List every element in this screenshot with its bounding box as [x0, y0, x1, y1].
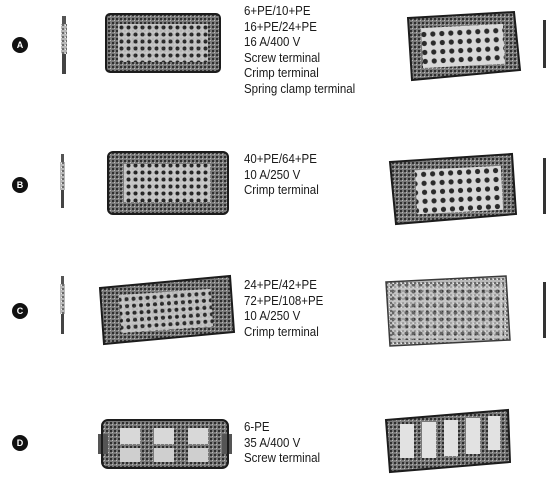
- spec-line: 16+PE/24+PE: [244, 19, 317, 34]
- spec-line: 35 A/400 V: [244, 435, 301, 450]
- row-a: A 6+PE/10+PE 16+PE/24+PE 16 A/400 V Scre…: [0, 0, 549, 120]
- edge-bracket-image: [541, 282, 549, 338]
- spec-line: 10 A/250 V: [244, 309, 301, 323]
- female-insert-image: [382, 274, 514, 350]
- spec-line: Screw terminal: [244, 451, 321, 465]
- crimp-contact-icon: [58, 276, 68, 336]
- spec-line: 10 A/250 V: [244, 167, 301, 182]
- male-insert-image: [104, 10, 222, 76]
- spec-line: 16 A/400 V: [244, 35, 301, 49]
- spec-list-b: 40+PE/64+PE 10 A/250 V Crimp terminal: [244, 152, 319, 199]
- row-d: D 6-PE 35 A/400 V Screw terminal: [0, 392, 549, 483]
- spec-line: 72+PE/108+PE: [244, 293, 324, 308]
- spec-list-c: 24+PE/42+PE 72+PE/108+PE 10 A/250 V Crim…: [244, 278, 323, 340]
- edge-bracket-image: [541, 20, 549, 68]
- row-badge-a: A: [12, 37, 28, 53]
- row-c: C 24+PE/42+PE 72+PE/108+PE 10 A/250 V Cr…: [0, 262, 549, 372]
- male-insert-image: [96, 272, 238, 348]
- spec-list-a: 6+PE/10+PE 16+PE/24+PE 16 A/400 V Screw …: [244, 4, 355, 97]
- row-badge-c: C: [12, 303, 28, 319]
- crimp-contact-icon: [58, 16, 70, 76]
- spec-line: 6+PE/10+PE: [244, 4, 311, 18]
- male-insert-image: [104, 148, 232, 220]
- spec-line: Screw terminal: [244, 50, 321, 65]
- row-badge-b: B: [12, 177, 28, 193]
- female-insert-image: [382, 406, 514, 476]
- crimp-contact-icon: [58, 154, 68, 210]
- spec-line: 40+PE/64+PE: [244, 152, 317, 166]
- edge-bracket-image: [541, 158, 549, 214]
- male-insert-image: [98, 410, 232, 476]
- spec-line: 24+PE/42+PE: [244, 278, 317, 292]
- female-insert-image: [384, 150, 520, 226]
- spec-line: Crimp terminal: [244, 66, 319, 80]
- spec-list-d: 6-PE 35 A/400 V Screw terminal: [244, 420, 320, 467]
- female-insert-image: [402, 10, 524, 82]
- spec-line: 6-PE: [244, 420, 270, 434]
- spec-line: Crimp terminal: [244, 324, 319, 339]
- row-b: B 40+PE/64+PE 10 A/250 V Crimp terminal: [0, 140, 549, 240]
- spec-line: Spring clamp terminal: [244, 81, 356, 96]
- spec-line: Crimp terminal: [244, 183, 319, 197]
- row-badge-d: D: [12, 435, 28, 451]
